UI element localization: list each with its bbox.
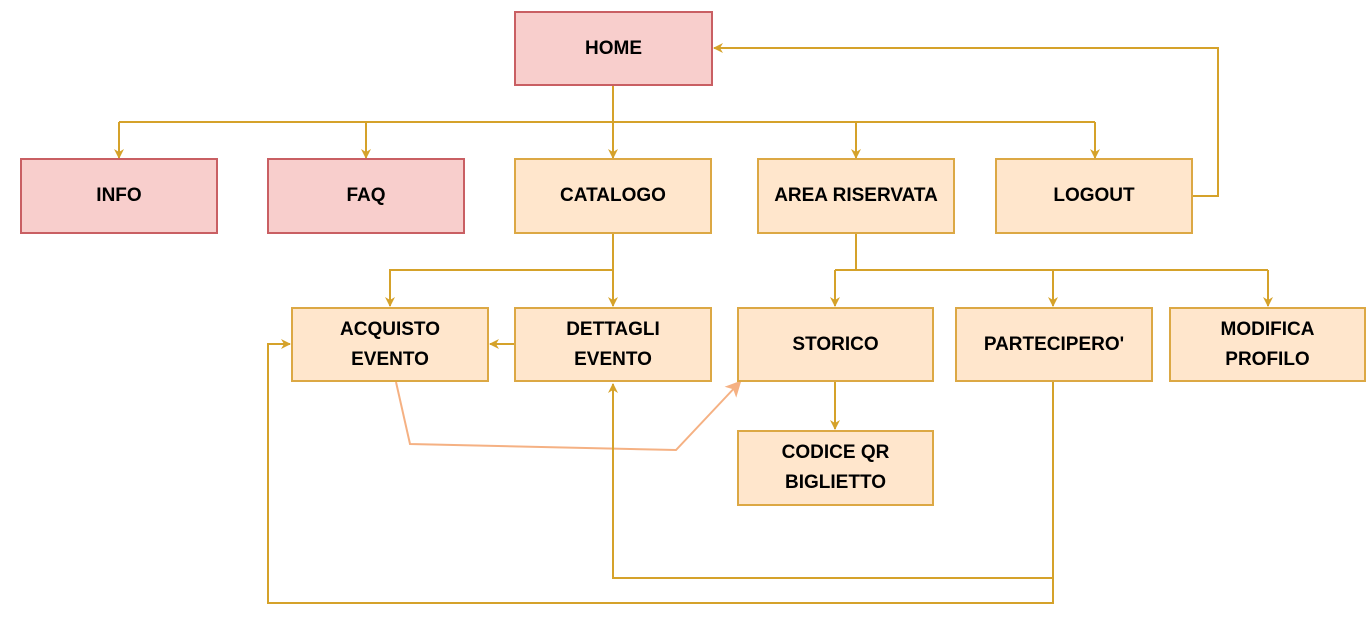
node-logout-label: LOGOUT xyxy=(1053,185,1135,206)
node-codice-qr-biglietto: CODICE QR BIGLIETTO xyxy=(737,430,934,506)
node-dettagli-evento-label: DETTAGLI EVENTO xyxy=(566,318,660,370)
edge-logout-home xyxy=(713,43,1219,197)
node-faq-label: FAQ xyxy=(346,185,386,206)
node-area-riservata-label: AREA RISERVATA xyxy=(774,185,938,206)
node-info: INFO xyxy=(20,158,218,234)
node-catalogo: CATALOGO xyxy=(514,158,712,234)
node-modifica-profilo-label: MODIFICA PROFILO xyxy=(1220,318,1315,370)
node-partecipero: PARTECIPERO' xyxy=(955,307,1153,382)
node-acquisto-evento-label: ACQUISTO EVENTO xyxy=(340,318,440,370)
node-catalogo-label: CATALOGO xyxy=(560,185,666,206)
node-info-label: INFO xyxy=(96,185,142,206)
edge-catalogo-acquisto xyxy=(385,234,614,307)
node-dettagli-evento: DETTAGLI EVENTO xyxy=(514,307,712,382)
node-codice-qr-biglietto-label: CODICE QR BIGLIETTO xyxy=(781,442,890,493)
node-acquisto-evento: ACQUISTO EVENTO xyxy=(291,307,489,382)
node-area-riservata: AREA RISERVATA xyxy=(757,158,955,234)
node-home: HOME xyxy=(514,11,713,86)
edge-acquisto-storico xyxy=(395,380,742,452)
node-home-label: HOME xyxy=(585,37,642,59)
node-storico-label: STORICO xyxy=(792,333,879,355)
edge-partecipero-dettagli xyxy=(608,382,1054,579)
edge-partecipero-acquisto xyxy=(267,339,1054,604)
node-faq: FAQ xyxy=(267,158,465,234)
node-logout: LOGOUT xyxy=(995,158,1193,234)
node-modifica-profilo: MODIFICA PROFILO xyxy=(1169,307,1366,382)
node-storico: STORICO xyxy=(737,307,934,382)
node-partecipero-label: PARTECIPERO' xyxy=(983,333,1125,355)
